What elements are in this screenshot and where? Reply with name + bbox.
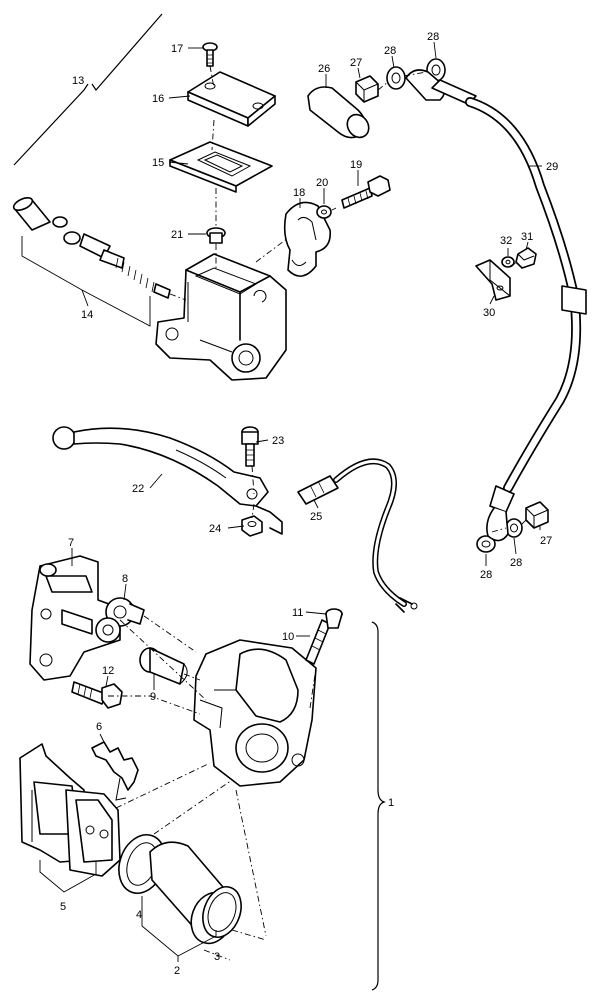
washer-32 <box>501 256 515 268</box>
callout-27a: 27 <box>350 57 362 69</box>
callout-27b: 27 <box>540 535 552 547</box>
bracket-5 <box>39 860 97 893</box>
brake-pads-5 <box>19 743 121 877</box>
reservoir-cap-16 <box>187 71 276 127</box>
nut-24 <box>241 515 263 537</box>
callout-5: 5 <box>60 901 66 913</box>
callout-18: 18 <box>293 187 305 199</box>
hose-guide-30 <box>475 259 511 301</box>
assembly-lines <box>108 65 529 961</box>
callout-24: 24 <box>209 523 221 535</box>
callout-3: 3 <box>214 951 220 963</box>
screw-17 <box>202 42 218 67</box>
washer-20 <box>316 205 332 219</box>
callout-25: 25 <box>310 511 322 523</box>
callout-20: 20 <box>316 177 328 189</box>
callout-1: 1 <box>388 797 394 809</box>
callout-32: 32 <box>500 235 512 247</box>
callout-19: 19 <box>350 159 362 171</box>
boot-8-bottom <box>95 617 121 643</box>
slide-pin-9 <box>139 647 188 685</box>
seal-3 <box>202 886 242 938</box>
callout-14: 14 <box>81 309 93 321</box>
bolt-19 <box>341 175 391 209</box>
callout-17: 17 <box>171 43 183 55</box>
master-cylinder-body <box>155 253 287 381</box>
screw-21 <box>206 227 226 244</box>
callout-28a: 28 <box>384 45 396 57</box>
washer-28-c <box>476 535 496 553</box>
piston-set-14 <box>12 197 171 299</box>
callout-28d: 28 <box>480 569 492 581</box>
callout-11: 11 <box>292 607 303 619</box>
callout-31: 31 <box>521 231 533 243</box>
caliper-bracket-7 <box>29 555 121 681</box>
callout-28b: 28 <box>427 31 439 43</box>
banjo-bolt-27-bottom <box>525 501 549 529</box>
brake-hose-29 <box>405 69 587 542</box>
callout-10: 10 <box>282 631 294 643</box>
callout-13: 13 <box>72 75 84 87</box>
callout-7: 7 <box>68 537 74 549</box>
bleeder-valve-10 <box>305 619 331 665</box>
bolt-12 <box>71 681 123 709</box>
callout-9: 9 <box>150 691 156 703</box>
pivot-bolt-23 <box>241 426 259 467</box>
bracket-13 <box>13 13 163 166</box>
bracket-14 <box>21 236 151 327</box>
callout-15: 15 <box>152 157 164 169</box>
callout-26: 26 <box>318 63 330 75</box>
callout-6: 6 <box>96 721 102 733</box>
callout-16: 16 <box>152 93 164 105</box>
callout-4: 4 <box>136 909 142 921</box>
clamp-18 <box>283 201 332 277</box>
callout-2: 2 <box>174 965 180 977</box>
pad-spring-6 <box>91 741 139 801</box>
banjo-fitting-26 <box>307 86 370 139</box>
bleeder-cap-11 <box>325 608 343 629</box>
callout-28c: 28 <box>510 557 522 569</box>
bolt-31 <box>515 247 537 269</box>
callout-22: 22 <box>132 483 144 495</box>
brake-lever-22 <box>52 426 283 535</box>
callout-30: 30 <box>483 307 495 319</box>
callout-12: 12 <box>102 665 114 677</box>
banjo-bolt-27-top <box>355 75 379 103</box>
boot-8-top <box>105 597 145 627</box>
callout-21: 21 <box>171 229 183 241</box>
callout-labels: 13 17 16 15 21 18 20 19 26 27 28 28 29 3… <box>60 31 558 977</box>
caliper-body <box>193 639 317 787</box>
callout-29: 29 <box>546 161 558 173</box>
bracket-1 <box>371 621 386 991</box>
leader-lines <box>71 41 542 747</box>
callout-23: 23 <box>272 435 284 447</box>
washer-28-a <box>386 66 406 90</box>
bracket-2 <box>141 896 217 962</box>
callout-8: 8 <box>122 573 128 585</box>
diaphragm-15 <box>169 141 273 193</box>
brake-switch-25 <box>297 458 418 613</box>
